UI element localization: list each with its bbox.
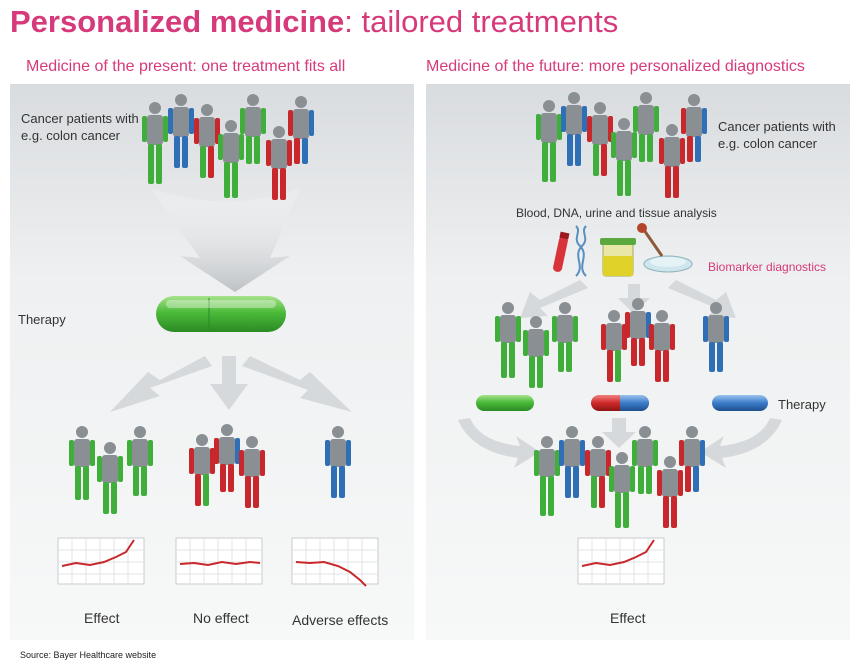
patient-figure: [69, 426, 95, 500]
funnel-arrow: [150, 188, 300, 292]
left-therapy-label: Therapy: [18, 312, 66, 327]
therapy-pill-blue: [712, 395, 768, 411]
mini-chart-no-effect: [175, 537, 263, 585]
patient-figure: [611, 118, 637, 196]
right-therapy-label: Therapy: [778, 397, 826, 412]
patient-figure: [523, 316, 549, 388]
patient-figure: [127, 426, 153, 496]
therapy-pill-green: [156, 296, 286, 332]
branch-arrow-left: [520, 280, 588, 318]
split-arrow-left: [110, 356, 212, 412]
biomarker-label: Biomarker diagnostics: [708, 260, 827, 274]
title-bold: Personalized medicine: [10, 4, 345, 39]
right-panel-heading: Medicine of the future: more personalize…: [426, 58, 805, 75]
left-patients-label: Cancer patients with e.g. colon cancer: [21, 110, 139, 144]
title-rest: : tailored treatments: [344, 4, 619, 39]
outcome-label-effect: Effect: [84, 610, 120, 626]
patient-figure: [189, 434, 215, 506]
patient-figure: [657, 456, 683, 528]
patient-figure: [609, 452, 635, 528]
patient-figure: [194, 104, 220, 178]
dna-icon: [575, 225, 587, 277]
mini-chart-future-effect: [577, 537, 665, 585]
patient-figure: [97, 442, 123, 514]
patient-figure: [536, 100, 562, 182]
mini-chart-adverse: [291, 537, 379, 587]
analysis-label: Blood, DNA, urine and tissue analysis: [516, 206, 717, 220]
patient-figure: [240, 94, 266, 164]
right-patients-label: Cancer patients with e.g. colon cancer: [718, 118, 836, 152]
patient-figure: [632, 426, 658, 494]
patient-group-green: [495, 302, 578, 388]
therapy-pill-red-blue: [591, 395, 649, 411]
patient-figure: [625, 298, 651, 366]
outcome-label-no-effect: No effect: [193, 610, 249, 626]
outcome-label-future-effect: Effect: [610, 610, 646, 626]
patient-group-blue: [703, 302, 729, 372]
patient-figure: [168, 94, 194, 168]
patient-group-adverse: [325, 426, 351, 498]
patient-figure: [288, 96, 314, 164]
patient-figure: [214, 424, 240, 492]
converge-arrow-right: [700, 418, 782, 468]
urine-cup-icon: [600, 238, 636, 277]
patient-figure: [325, 426, 351, 498]
left-patients-label-line1: Cancer patients with: [21, 111, 139, 126]
source-note: Source: Bayer Healthcare website: [20, 650, 157, 660]
patient-group-no-effect: [189, 424, 265, 508]
left-patients-label-line2: e.g. colon cancer: [21, 128, 121, 143]
patient-figure: [218, 120, 244, 198]
patient-figure: [649, 310, 675, 382]
split-arrow-right: [242, 356, 352, 412]
patient-figure: [633, 92, 659, 162]
patient-group-right-top: [536, 92, 707, 198]
patient-group-red: [601, 298, 675, 382]
patient-figure: [703, 302, 729, 372]
patient-figure: [587, 102, 613, 176]
therapy-pill-green-small: [476, 395, 534, 411]
branch-arrow-middle: [618, 284, 650, 314]
right-patients-label-line1: Cancer patients with: [718, 119, 836, 134]
left-panel-heading: Medicine of the present: one treatment f…: [26, 58, 346, 75]
patient-figure: [679, 426, 705, 492]
mini-chart-effect: [57, 537, 145, 585]
petri-dish-pipette-icon: [637, 223, 693, 273]
branch-arrow-right: [668, 280, 736, 318]
page-title: Personalized medicine: tailored treatmen…: [10, 4, 618, 40]
outcome-label-adverse-effects: Adverse effects: [292, 612, 389, 628]
patient-group-right-bottom: [534, 426, 705, 528]
patient-figure: [601, 310, 627, 382]
split-arrow-middle: [210, 356, 248, 410]
converge-arrow-middle: [602, 418, 636, 448]
patient-figure: [266, 126, 292, 200]
patient-figure: [142, 102, 168, 184]
patient-figure: [559, 426, 585, 498]
patient-group-left-top: [142, 94, 314, 200]
test-tube-icon: [553, 231, 570, 272]
patient-figure: [495, 302, 521, 378]
converge-arrow-left: [458, 418, 540, 468]
right-patients-label-line2: e.g. colon cancer: [718, 136, 818, 151]
patient-figure: [585, 436, 611, 508]
patient-figure: [534, 436, 560, 516]
patient-figure: [659, 124, 685, 198]
patient-figure: [552, 302, 578, 372]
patient-figure: [561, 92, 587, 166]
patient-group-effect: [69, 426, 153, 514]
patient-figure: [681, 94, 707, 162]
patient-figure: [239, 436, 265, 508]
